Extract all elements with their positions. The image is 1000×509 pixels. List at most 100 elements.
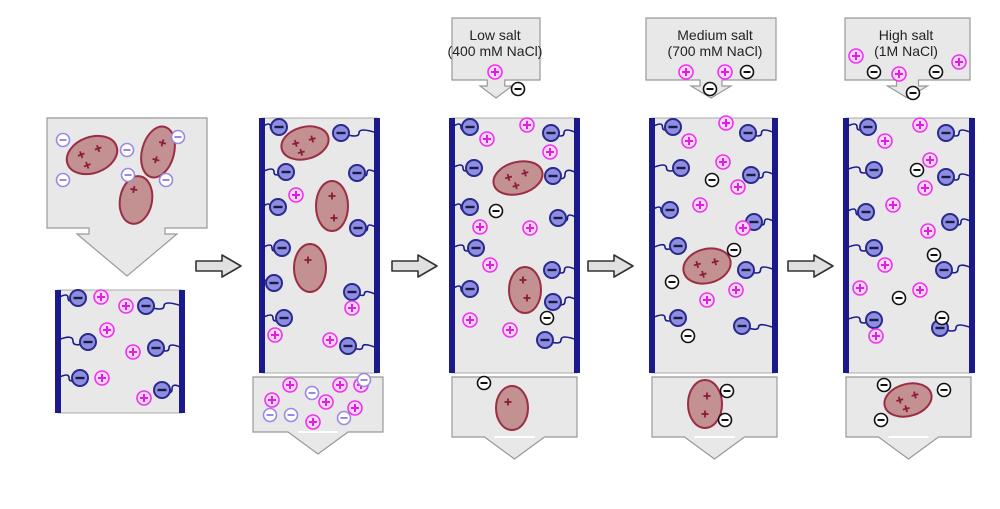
column-5-right-wall (969, 118, 975, 373)
low-salt-concentration: (400 mM NaCl) (448, 43, 543, 59)
chloride-ion (119, 142, 135, 158)
resin-bead (739, 124, 757, 142)
protein-eluted-high (883, 382, 933, 418)
chloride-ion (704, 172, 720, 188)
sodium-ion (699, 292, 715, 308)
chloride-ion (664, 274, 680, 290)
resin-bead (544, 167, 562, 185)
resin-bead (339, 337, 357, 355)
column-5-left-wall (843, 118, 849, 373)
resin-bead (664, 118, 682, 136)
protein-sample-2 (140, 125, 176, 179)
resin-bead (865, 311, 883, 329)
sodium-ion (922, 152, 938, 168)
column-2-right-wall (374, 118, 380, 373)
resin-bead (672, 159, 690, 177)
high-salt-sodium (848, 48, 864, 64)
resin-bead (332, 124, 350, 142)
resin-bead (669, 309, 687, 327)
resin-bead-tether (340, 129, 378, 137)
eluate-chloride (936, 382, 952, 398)
flowthrough-ion (282, 377, 298, 393)
low-salt-box (451, 17, 541, 99)
sodium-ion (99, 322, 115, 338)
high-salt-chloride (905, 85, 921, 101)
eluate-chloride (717, 412, 733, 428)
high-salt-chloride (866, 64, 882, 80)
sodium-ion (868, 328, 884, 344)
resin-bead (343, 283, 361, 301)
sodium-ion (542, 144, 558, 160)
chloride-ion (891, 290, 907, 306)
protein-bound-2-body (315, 180, 349, 232)
resin-bead (277, 163, 295, 181)
column-4-left-wall (649, 118, 655, 373)
medium-salt-sodium (717, 64, 733, 80)
resin-bead (941, 213, 959, 231)
flowthrough-ion (264, 392, 280, 408)
resin-bead-tether (145, 302, 183, 310)
chloride-ion (55, 172, 71, 188)
resin-bead (147, 339, 165, 357)
sodium-ion (118, 298, 134, 314)
flowthrough-chloride (356, 372, 372, 388)
resin-bead (137, 297, 155, 315)
protein-medium-1 (682, 247, 732, 285)
sodium-ion (462, 312, 478, 328)
flowthrough-ion (283, 407, 299, 423)
sodium-ion (93, 289, 109, 305)
chloride-ion (120, 167, 136, 183)
high-salt-label: High salt (879, 27, 934, 43)
sodium-ion (472, 219, 488, 235)
resin-bead (269, 198, 287, 216)
resin-bead (467, 239, 485, 257)
resin-bead (935, 261, 953, 279)
sodium-ion (877, 257, 893, 273)
resin-bead (661, 201, 679, 219)
high-salt-sodium (951, 54, 967, 70)
sodium-ion (692, 197, 708, 213)
sodium-ion (917, 180, 933, 196)
sodium-ion (852, 280, 868, 296)
chloride-ion (170, 129, 186, 145)
sodium-ion (502, 322, 518, 338)
resin-bead (265, 274, 283, 292)
protein-bound-2 (315, 180, 349, 232)
sodium-ion (681, 133, 697, 149)
flowthrough-ion (305, 414, 321, 430)
protein-sample-1-body (65, 134, 119, 176)
sodium-ion (136, 390, 152, 406)
protein-bound-3-body (293, 243, 327, 293)
resin-bead (461, 118, 479, 136)
sodium-ion (730, 179, 746, 195)
low-salt-sodium (487, 64, 503, 80)
sodium-ion (344, 300, 360, 316)
protein-bound-1 (280, 125, 330, 161)
resin-bead (275, 309, 293, 327)
protein-sample-3-body (118, 175, 154, 225)
sodium-ion (522, 220, 538, 236)
low-salt-label: Low salt (469, 27, 520, 43)
resin-bead (348, 164, 366, 182)
sodium-ion (885, 197, 901, 213)
chloride-ion (909, 162, 925, 178)
chloride-ion (680, 328, 696, 344)
chloride-ion (934, 310, 950, 326)
medium-salt-label: Medium salt (677, 27, 753, 43)
resin-bead (465, 159, 483, 177)
flowthrough-ion (318, 394, 334, 410)
chloride-ion (55, 132, 71, 148)
resin-bead (742, 166, 760, 184)
protein-sample-2-body (140, 125, 176, 179)
eluate-chloride (719, 383, 735, 399)
protein-low-1 (492, 160, 544, 196)
resin-bead (733, 317, 751, 335)
resin-bead (737, 261, 755, 279)
protein-bound-3 (293, 243, 327, 293)
sodium-ion (912, 117, 928, 133)
sodium-ion (125, 344, 141, 360)
protein-eluted-low (495, 385, 529, 431)
arrow-3-to-4 (587, 254, 634, 278)
